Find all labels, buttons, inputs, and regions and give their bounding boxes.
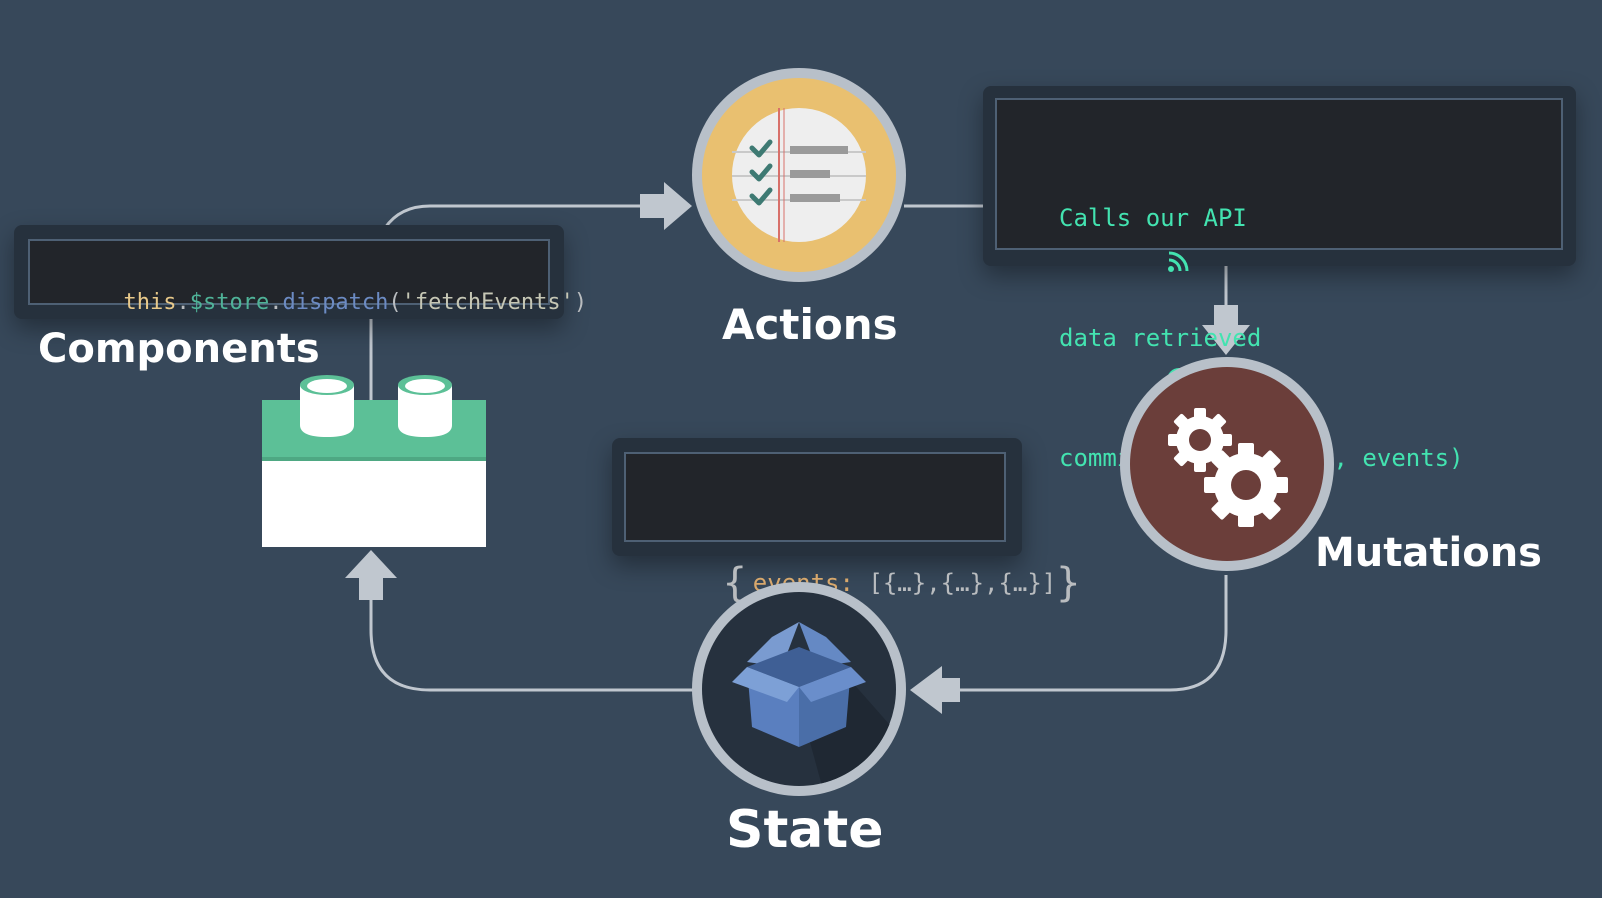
checklist-icon bbox=[732, 108, 866, 242]
actions-node bbox=[692, 68, 906, 282]
actions-label: Actions bbox=[722, 300, 898, 349]
state-node-fill bbox=[702, 592, 896, 786]
state-to-components-line bbox=[369, 590, 695, 692]
box-icon bbox=[702, 592, 896, 786]
code-paren-open: ( bbox=[388, 290, 402, 315]
mutations-node-fill bbox=[1130, 367, 1324, 561]
code-line: Calls our API bbox=[1021, 198, 1561, 272]
arrow-right-to-actions bbox=[640, 182, 692, 230]
state-label: State bbox=[726, 800, 884, 860]
state-code-box: {events: [{…},{…},{…}]} bbox=[612, 438, 1080, 606]
code-dot: . bbox=[176, 290, 190, 315]
gears-icon bbox=[1158, 395, 1298, 535]
code-dispatch: dispatch bbox=[282, 290, 389, 315]
actions-node-fill bbox=[702, 78, 896, 272]
arrow-up-to-components bbox=[345, 550, 397, 600]
check-circle-icon bbox=[1021, 325, 1191, 392]
code-brace-close: } bbox=[1056, 560, 1081, 606]
check-circle-icon bbox=[1021, 445, 1191, 512]
arrow-left-to-state bbox=[910, 666, 960, 714]
arrow-down-to-mutations bbox=[1202, 305, 1250, 355]
actions-code-inner: Calls our API data retrieved bbox=[995, 98, 1563, 512]
rss-icon bbox=[1021, 206, 1188, 272]
lego-brick-icon bbox=[262, 375, 486, 547]
mutations-to-state-line bbox=[955, 575, 1228, 692]
code-dot: . bbox=[269, 290, 283, 315]
code-line: data retrieved bbox=[1021, 318, 1561, 392]
state-code-inner: {events: [{…},{…},{…}]} bbox=[624, 452, 1080, 606]
code-store: $store bbox=[189, 290, 270, 315]
mutations-label: Mutations bbox=[1315, 530, 1542, 576]
code-line-text: data retrieved bbox=[1059, 324, 1262, 352]
mutations-node bbox=[1120, 357, 1334, 571]
code-this: this bbox=[123, 290, 177, 315]
state-node bbox=[692, 582, 906, 796]
code-paren-close: ) bbox=[573, 290, 588, 315]
components-label: Components bbox=[38, 326, 320, 372]
code-line-text: Calls our API bbox=[1059, 204, 1247, 232]
code-arg: 'fetchEvents' bbox=[401, 290, 574, 315]
actions-code-box: Calls our API data retrieved bbox=[983, 86, 1576, 512]
components-to-actions-line bbox=[383, 204, 650, 229]
dispatch-code-box: this.$store.dispatch('fetchEvents') bbox=[14, 225, 587, 319]
code-state-value: [{…},{…},{…}] bbox=[853, 569, 1057, 597]
dispatch-code-inner: this.$store.dispatch('fetchEvents') bbox=[28, 239, 587, 315]
